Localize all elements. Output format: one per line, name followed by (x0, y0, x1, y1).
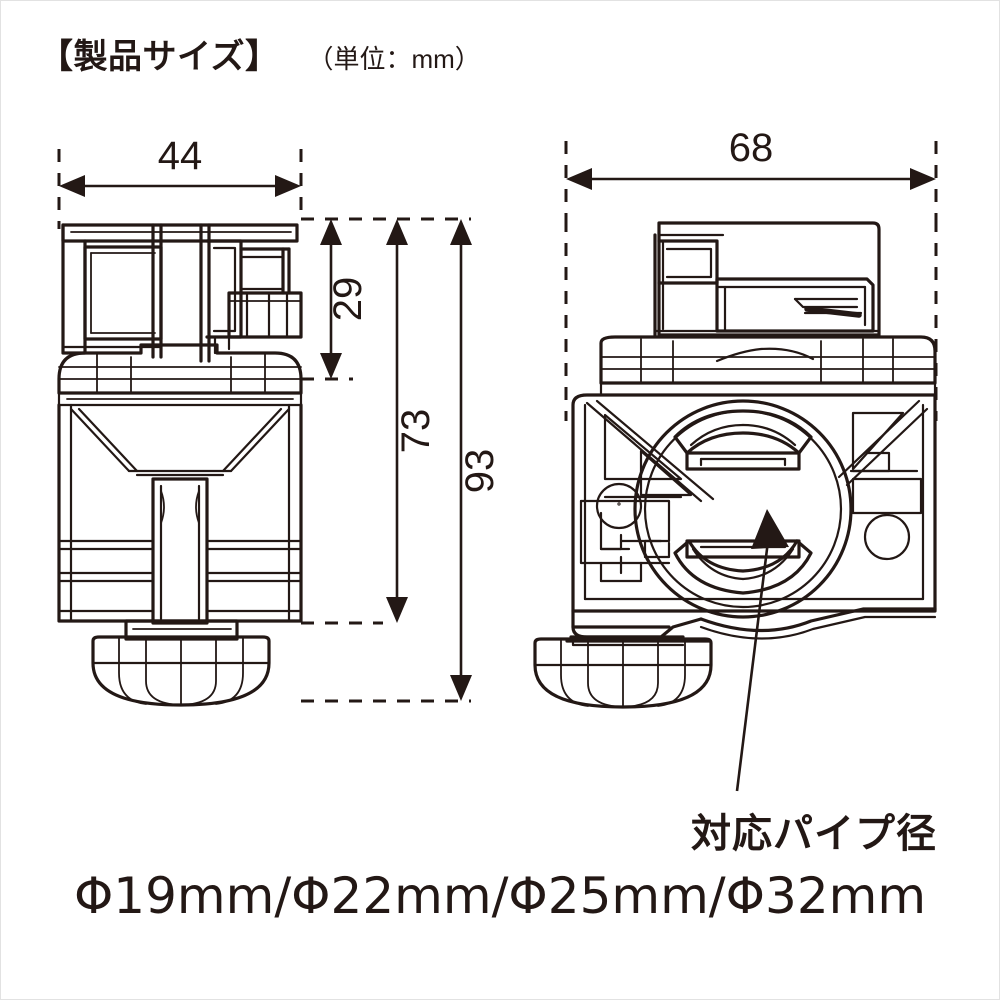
right-view-top-band (599, 335, 937, 397)
dimension-93-label: 93 (458, 449, 502, 494)
right-view-clamp-body (571, 393, 937, 613)
left-view-knob (91, 635, 271, 707)
dimension-29: 29 (320, 219, 370, 379)
right-view-knob (533, 637, 713, 709)
pipe-diameter-label: 対応パイプ径 (691, 812, 937, 856)
dimension-68-label: 68 (729, 126, 774, 170)
left-view-mid-band (57, 343, 303, 407)
unit-note: （単位：mm） (307, 44, 481, 74)
dimension-73: 73 (386, 219, 438, 623)
right-view-upper-block (653, 221, 881, 337)
header: 【製品サイズ】 （単位：mm） (39, 29, 481, 78)
page-title: 【製品サイズ】 (39, 38, 280, 76)
dimension-93: 93 (450, 219, 502, 701)
left-view-body (61, 223, 303, 363)
pipe-clamp-opening (633, 399, 853, 619)
dimension-44: 44 (59, 134, 301, 197)
dimension-73-label: 73 (394, 409, 438, 454)
left-extension-lines (57, 149, 471, 703)
dimension-29-label: 29 (326, 277, 370, 322)
left-view-lower-body (57, 403, 303, 641)
right-view-group: 68 (533, 126, 938, 792)
dimension-68: 68 (566, 126, 936, 190)
left-view-group: 44 29 73 93 (57, 134, 502, 707)
pipe-diameter-values: Φ19mm/Φ22mm/Φ25mm/Φ32mm (73, 867, 927, 925)
pipe-callout-leader (735, 509, 789, 792)
dimension-44-label: 44 (158, 134, 203, 178)
